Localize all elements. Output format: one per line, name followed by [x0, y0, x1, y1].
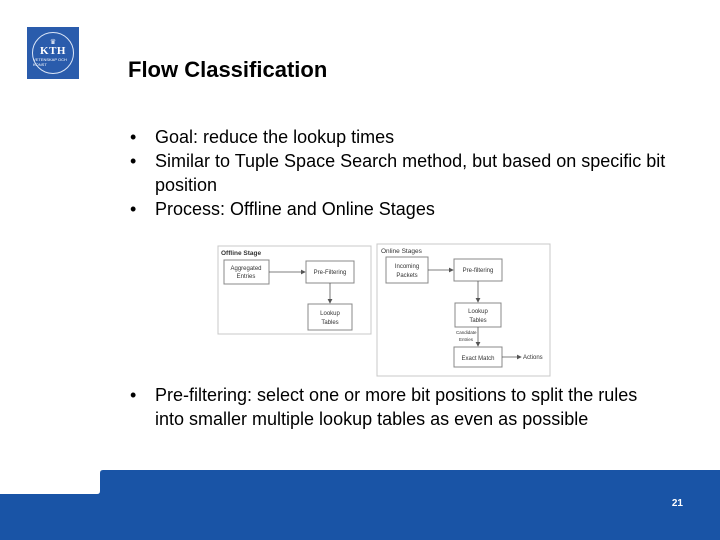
bullet-text: Goal: reduce the lookup times: [155, 127, 395, 147]
bullet-list-bottom: • Pre-filtering: select one or more bit p…: [130, 383, 670, 431]
candidate-entries-line1: Candidate: [456, 330, 477, 335]
incoming-packets-line1: Incoming: [395, 264, 419, 270]
footer-band: [0, 470, 720, 540]
exact-match-label: Exact Match: [461, 356, 494, 362]
kth-seal: ♛ KTH VETENSKAP OCH KONST: [32, 32, 74, 74]
offline-lookup-line2: Tables: [321, 320, 338, 326]
bullet-text: Process: Offline and Online Stages: [155, 199, 435, 219]
bullet-item: • Process: Offline and Online Stages: [130, 197, 670, 221]
bullet-item: • Pre-filtering: select one or more bit p…: [130, 383, 670, 431]
online-prefilter-label: Pre-filtering: [463, 268, 494, 274]
kth-logo: ♛ KTH VETENSKAP OCH KONST: [27, 27, 79, 79]
aggregated-entries-line1: Aggregated: [230, 266, 261, 272]
incoming-packets-line2: Packets: [396, 273, 417, 279]
actions-label: Actions: [523, 355, 543, 361]
bullet-dot: •: [130, 127, 137, 147]
page-number: 21: [671, 498, 683, 509]
candidate-entries-line2: Entries: [459, 337, 474, 342]
bullet-dot: •: [130, 151, 137, 171]
offline-lookup-line1: Lookup: [320, 311, 340, 317]
aggregated-entries-box: [223, 259, 270, 285]
online-lookup-line1: Lookup: [468, 309, 488, 315]
slide-title: Flow Classification: [128, 57, 328, 82]
offline-lookup-box: [307, 303, 353, 331]
bullet-text: Similar to Tuple Space Search method, bu…: [155, 151, 666, 195]
crown-icon: ♛: [49, 39, 57, 46]
logo-text: KTH: [40, 45, 66, 57]
bullet-list-top: • Goal: reduce the lookup times • Similar …: [130, 125, 670, 221]
bullet-dot: •: [130, 199, 137, 219]
offline-stage-label: Offline Stage: [221, 250, 261, 257]
bullet-item: • Goal: reduce the lookup times: [130, 125, 670, 149]
bullet-dot: •: [130, 385, 137, 405]
bullet-text: Pre-filtering: select one or more bit po…: [155, 385, 638, 429]
incoming-packets-box: [385, 256, 429, 284]
online-lookup-line2: Tables: [469, 318, 486, 324]
bullet-item: • Similar to Tuple Space Search method, b…: [130, 149, 670, 197]
logo-subtext: VETENSKAP OCH KONST: [33, 57, 67, 67]
offline-prefilter-label: Pre-Filtering: [314, 270, 347, 276]
flow-diagram: Offline Stage Aggregated Entries Pre-Fil…: [217, 243, 551, 377]
online-stage-label: Online Stages: [381, 248, 423, 255]
aggregated-entries-line2: Entries: [237, 274, 256, 280]
